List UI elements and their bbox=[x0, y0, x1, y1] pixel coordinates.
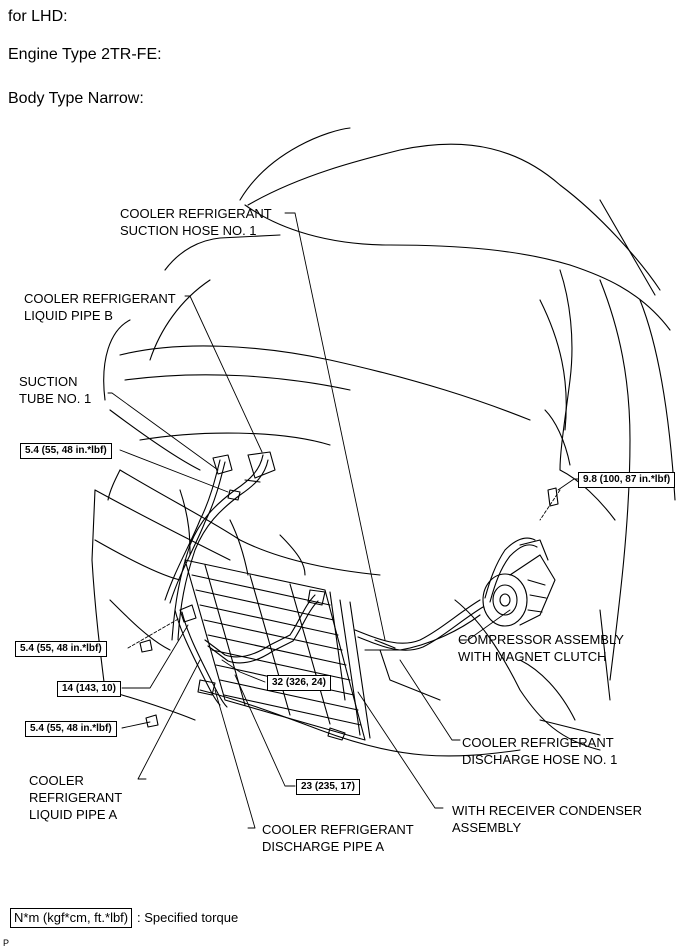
label-liquid-pipe-b: COOLER REFRIGERANT LIQUID PIPE B bbox=[24, 291, 176, 323]
torque-spec-2: 9.8 (100, 87 in.*lbf) bbox=[578, 472, 676, 488]
label-receiver-condenser: WITH RECEIVER CONDENSER ASSEMBLY bbox=[452, 803, 642, 835]
pipe-b-brackets bbox=[139, 451, 559, 741]
label-suction-tube: SUCTION TUBE NO. 1 bbox=[19, 374, 92, 406]
label-discharge-pipe-a: COOLER REFRIGERANT DISCHARGE PIPE A bbox=[262, 822, 414, 854]
label-suction-hose: COOLER REFRIGERANT SUCTION HOSE NO. 1 bbox=[120, 206, 272, 238]
leader-lines bbox=[107, 212, 580, 829]
legend-unit-box: N*m (kgf*cm, ft.*lbf) bbox=[10, 908, 133, 928]
header-body-type: Body Type Narrow: bbox=[8, 90, 144, 107]
torque-spec-4: 14 (143, 10) bbox=[57, 681, 121, 697]
torque-spec-7: 23 (235, 17) bbox=[296, 779, 360, 795]
compressor-drawing bbox=[482, 539, 556, 627]
torque-spec-5: 32 (326, 24) bbox=[267, 675, 331, 691]
header-engine-type: Engine Type 2TR-FE: bbox=[8, 46, 162, 63]
label-discharge-hose: COOLER REFRIGERANT DISCHARGE HOSE NO. 1 bbox=[462, 735, 618, 767]
legend-text: : Specified torque bbox=[137, 910, 239, 925]
vehicle-body-outline bbox=[91, 127, 676, 757]
header-lhd: for LHD: bbox=[8, 8, 68, 25]
label-compressor: COMPRESSOR ASSEMBLY WITH MAGNET CLUTCH bbox=[458, 632, 624, 664]
torque-spec-3: 5.4 (55, 48 in.*lbf) bbox=[15, 641, 107, 657]
figure-code: P bbox=[3, 938, 10, 948]
torque-spec-6: 5.4 (55, 48 in.*lbf) bbox=[25, 721, 117, 737]
torque-spec-1: 5.4 (55, 48 in.*lbf) bbox=[20, 443, 112, 459]
label-liquid-pipe-a: COOLER REFRIGERANT LIQUID PIPE A bbox=[29, 773, 123, 822]
